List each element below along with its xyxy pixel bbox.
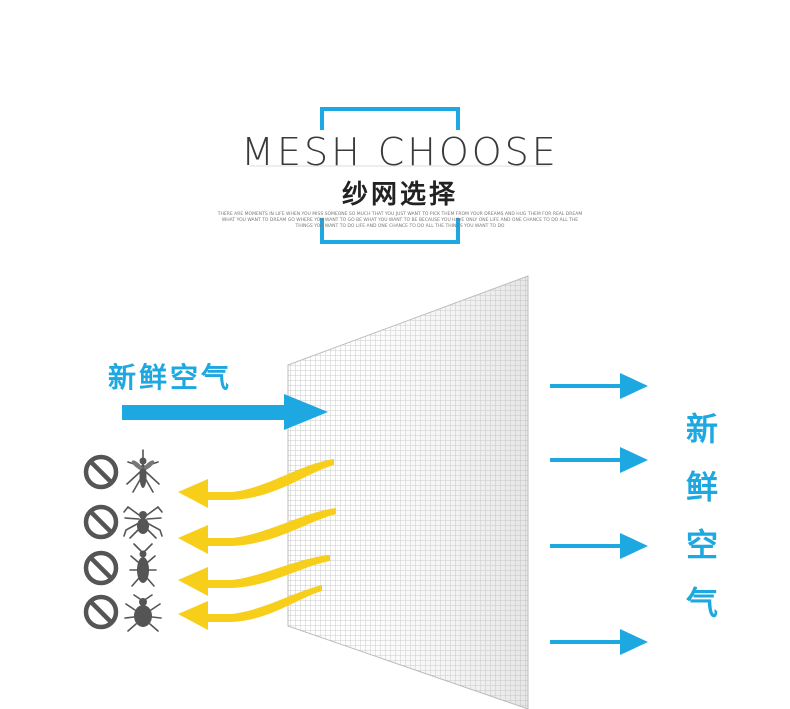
fresh-air-label-right: 新 鲜 空 气 — [680, 400, 724, 632]
right-char-1: 新 — [685, 410, 718, 448]
right-char-4: 气 — [685, 584, 718, 622]
right-char-2: 鲜 — [685, 468, 718, 506]
title-english: MESH CHOOSE — [241, 130, 559, 174]
fresh-air-label-left: 新鲜空气 — [108, 361, 233, 394]
fine-print: THERE ARE MOMENTS IN LIFE WHEN YOU MISS … — [217, 212, 583, 229]
title-chinese: 纱网选择 — [341, 180, 458, 210]
right-char-3: 空 — [685, 526, 718, 564]
